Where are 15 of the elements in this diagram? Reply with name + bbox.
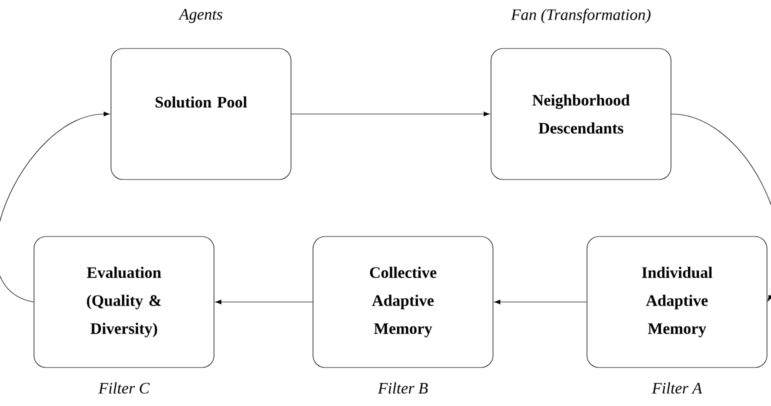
arrow [494,300,587,304]
process-box: Evaluation (Quality & Diversity) [34,236,214,368]
arrow [215,300,313,304]
process-box: Collective Adaptive Memory [312,236,494,368]
process-box: Solution Pool [110,48,292,180]
arrow [0,112,110,302]
node-label: Filter A [652,382,702,394]
process-box: Neighborhood Descendants [490,48,672,180]
node-label: Filter B [378,382,428,394]
node-label: Fan (Transformation) [510,8,650,24]
node-label: Agents [178,9,222,23]
arrow [671,114,771,302]
process-box: Individual Adaptive Memory [586,236,768,368]
arrow [291,112,490,116]
node-label: Filter C [98,382,150,394]
